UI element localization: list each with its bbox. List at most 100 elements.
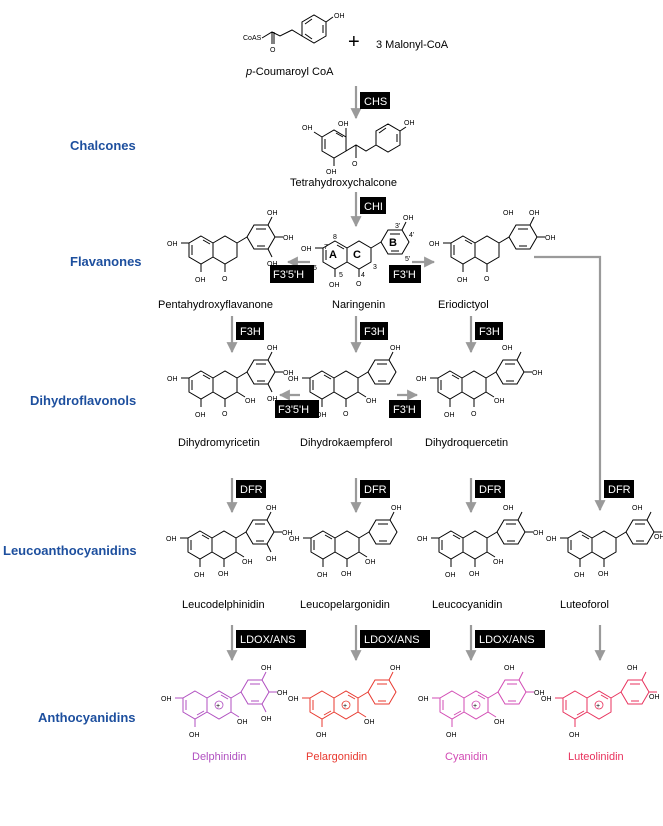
coumaroyl-oh-label: OH	[334, 13, 345, 20]
ldox-box-2: LDOX/ANS	[360, 630, 430, 648]
svg-text:OH: OH	[195, 412, 206, 419]
svg-text:F3'H: F3'H	[393, 404, 416, 416]
coumaroyl-coa-structure: OH CoAS O	[243, 13, 345, 54]
chi-label: CHI	[364, 201, 383, 213]
svg-text:OH: OH	[301, 246, 312, 253]
coas-label: CoAS	[243, 35, 262, 42]
svg-text:OH: OH	[654, 534, 663, 541]
svg-text:6: 6	[313, 265, 317, 272]
svg-text:F3H: F3H	[364, 326, 385, 338]
svg-text:F3'5'H: F3'5'H	[273, 269, 304, 281]
svg-text:OH: OH	[242, 559, 253, 566]
svg-text:OH: OH	[167, 376, 178, 383]
svg-text:OH: OH	[316, 412, 327, 419]
dihydroflavonols-label: Dihydroflavonols	[30, 393, 136, 408]
svg-text:OH: OH	[545, 235, 556, 242]
chalcone-oh-3: OH	[326, 169, 337, 176]
svg-text:O: O	[222, 276, 228, 283]
dihydromyricetin-label: Dihydromyricetin	[178, 437, 260, 449]
svg-text:F3H: F3H	[240, 326, 261, 338]
svg-text:OH: OH	[316, 732, 327, 739]
svg-text:OH: OH	[366, 398, 377, 405]
delphinidin-label: Delphinidin	[192, 751, 246, 763]
svg-text:OH: OH	[267, 345, 278, 352]
svg-text:OH: OH	[503, 505, 514, 512]
svg-text:OH: OH	[457, 277, 468, 284]
dfr-box-3: DFR	[475, 480, 505, 498]
svg-text:OH: OH	[365, 559, 376, 566]
pelargonidin-label: Pelargonidin	[306, 751, 367, 763]
svg-text:OH: OH	[267, 210, 278, 217]
f3p5ph-box-1: F3'5'H	[270, 265, 314, 283]
cyanidin-label: Cyanidin	[445, 751, 488, 763]
svg-text:OH: OH	[390, 665, 401, 672]
svg-text:OH: OH	[403, 215, 414, 222]
f3h-box-1: F3H	[236, 322, 264, 340]
svg-text:LDOX/ANS: LDOX/ANS	[479, 634, 535, 646]
pentahydroxyflavanone-label: Pentahydroxyflavanone	[158, 299, 273, 311]
delphinidin-structure: OH OH OH OH OH OH +	[161, 665, 288, 739]
dfr-box-4: DFR	[604, 480, 634, 498]
ring-a-label: A	[329, 249, 337, 261]
svg-text:OH: OH	[429, 241, 440, 248]
svg-text:DFR: DFR	[608, 484, 631, 496]
svg-text:OH: OH	[289, 536, 300, 543]
svg-text:LDOX/ANS: LDOX/ANS	[240, 634, 296, 646]
naringenin-label: Naringenin	[332, 299, 385, 311]
chs-enzyme-box: CHS	[360, 92, 390, 109]
dihydroquercetin-label: Dihydroquercetin	[425, 437, 508, 449]
svg-text:OH: OH	[541, 696, 552, 703]
svg-text:OH: OH	[267, 396, 278, 403]
leucocyanidin-structure: OH OH OH OH OH OH	[417, 505, 544, 579]
chalcones-label: Chalcones	[70, 138, 136, 153]
svg-text:+: +	[343, 703, 347, 710]
luteoforol-label: Luteoforol	[560, 599, 609, 611]
eriodictyol-structure: OH OH O OH OH OH	[429, 210, 556, 284]
eriodictyol-label: Eriodictyol	[438, 299, 489, 311]
svg-text:DFR: DFR	[364, 484, 387, 496]
svg-text:OH: OH	[502, 345, 513, 352]
svg-text:+: +	[216, 703, 220, 710]
svg-text:3: 3	[373, 264, 377, 271]
svg-text:3': 3'	[395, 223, 400, 230]
svg-text:OH: OH	[503, 210, 514, 217]
svg-text:OH: OH	[277, 690, 288, 697]
f3h-box-2: F3H	[360, 322, 388, 340]
f3ph-box-2: F3'H	[389, 400, 421, 418]
dihydrokaempferol-label: Dihydrokaempferol	[300, 437, 392, 449]
svg-text:OH: OH	[574, 572, 585, 579]
leucopelargonidin-label: Leucopelargonidin	[300, 599, 390, 611]
svg-text:F3'5'H: F3'5'H	[278, 404, 309, 416]
svg-text:OH: OH	[494, 719, 505, 726]
tetrahydroxychalcone-label: Tetrahydroxychalcone	[290, 177, 397, 189]
svg-text:OH: OH	[283, 370, 294, 377]
svg-text:OH: OH	[391, 505, 402, 512]
svg-text:7: 7	[324, 244, 328, 251]
svg-text:OH: OH	[195, 277, 206, 284]
svg-text:OH: OH	[267, 261, 278, 268]
f3p5ph-box-2: F3'5'H	[275, 400, 319, 418]
chalcone-o: O	[352, 161, 358, 168]
svg-text:OH: OH	[266, 505, 277, 512]
luteoforol-bypass-arrow	[534, 255, 606, 512]
coumaroyl-coa-label: p-Coumaroyl CoA	[245, 66, 334, 78]
luteoforol-structure: OH OH OH OH OH	[546, 505, 663, 579]
malonyl-coa-label: 3 Malonyl-CoA	[376, 39, 449, 51]
svg-text:OH: OH	[167, 241, 178, 248]
svg-text:OH: OH	[189, 732, 200, 739]
svg-text:O: O	[484, 276, 490, 283]
luteolinidin-structure: OH OH OH OH +	[541, 665, 660, 739]
svg-text:OH: OH	[194, 572, 205, 579]
leucoanthocyanidins-label: Leucoanthocyanidins	[3, 543, 137, 558]
dihydroquercetin-structure: OH OH O OH OH OH	[416, 345, 543, 419]
svg-text:OH: OH	[288, 376, 299, 383]
carbonyl-o-label: O	[270, 47, 276, 54]
svg-text:OH: OH	[364, 719, 375, 726]
svg-text:OH: OH	[649, 694, 660, 701]
svg-text:OH: OH	[288, 696, 299, 703]
svg-text:OH: OH	[417, 536, 428, 543]
svg-text:OH: OH	[416, 376, 427, 383]
dfr-box-1: DFR	[236, 480, 266, 498]
svg-text:OH: OH	[161, 696, 172, 703]
